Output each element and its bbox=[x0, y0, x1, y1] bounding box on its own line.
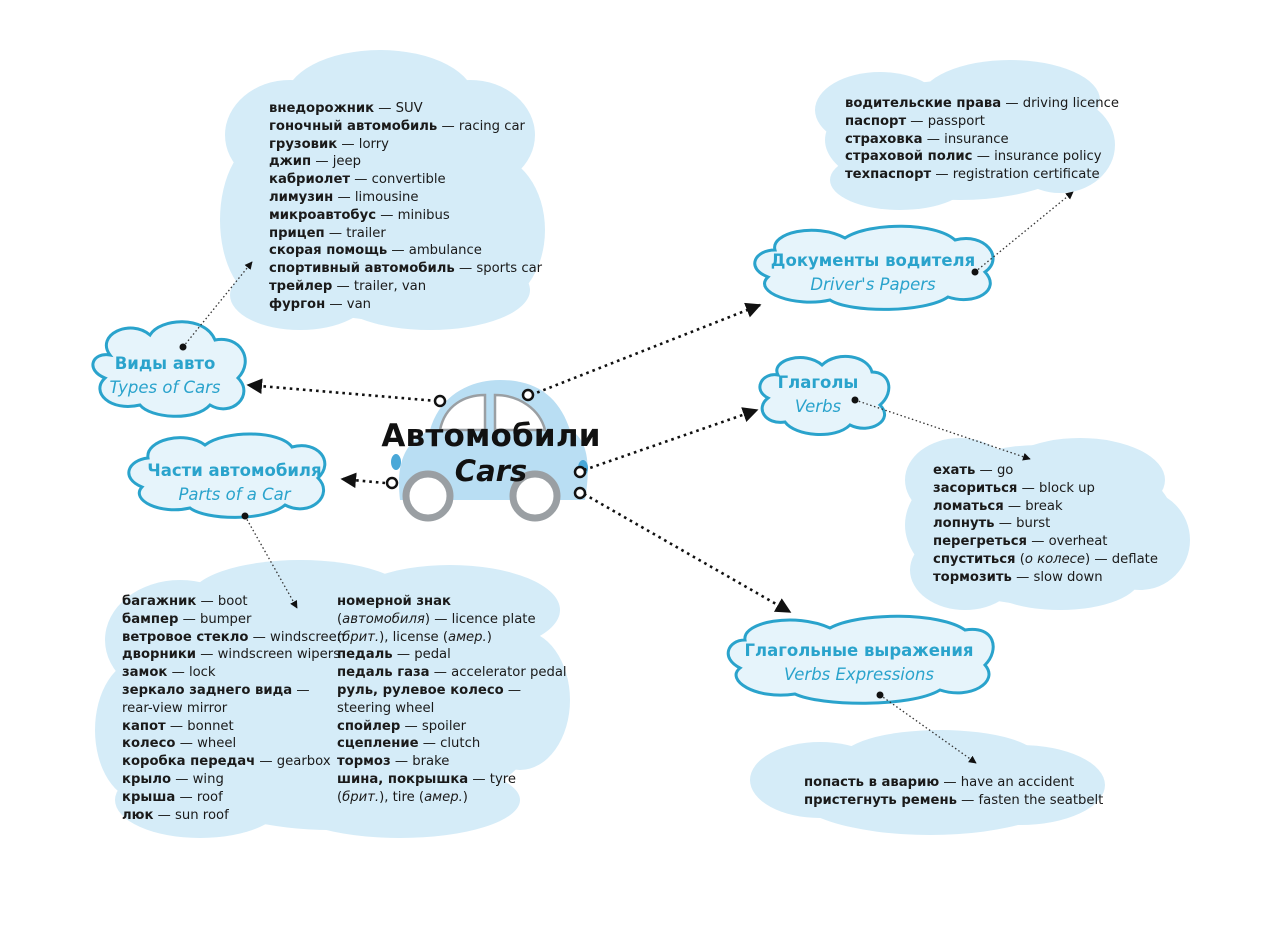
list-item: трейлер — trailer, van bbox=[269, 278, 427, 294]
center-title-en: Cars bbox=[454, 454, 528, 488]
list-item: крыша — roof bbox=[122, 789, 223, 805]
list-item: попасть в аварию — have an accident bbox=[804, 775, 1075, 790]
list-item: страховой полис — insurance policy bbox=[845, 149, 1102, 165]
list-item: паспорт — passport bbox=[845, 113, 985, 129]
list-item: засориться — block up bbox=[933, 480, 1095, 496]
papers-vocab-cloud bbox=[815, 60, 1115, 210]
papers-list: водительские права — driving licence пас… bbox=[845, 95, 1119, 184]
heading-parts-en: Parts of a Car bbox=[178, 485, 291, 504]
list-item: лимузин — limousine bbox=[269, 189, 419, 205]
heading-clouds bbox=[91, 224, 995, 705]
list-item: капот — bonnet bbox=[122, 718, 234, 734]
list-item: страховка — insurance bbox=[845, 131, 1009, 147]
types-vocab-cloud bbox=[220, 50, 545, 330]
list-item: дворники — windscreen wipers bbox=[122, 647, 341, 663]
heading-types-ru: Виды авто bbox=[114, 354, 216, 373]
list-item: техпаспорт — registration certificate bbox=[845, 167, 1100, 183]
car-anchor-rings bbox=[385, 388, 587, 500]
list-item: багажник — boot bbox=[122, 594, 248, 609]
list-item: бампер — bumper bbox=[122, 611, 252, 627]
center-title: Автомобили Cars bbox=[380, 418, 602, 488]
parts-list-col1: багажник — boot бампер — bumper ветровое… bbox=[122, 593, 346, 824]
heading-papers-en: Driver's Papers bbox=[810, 275, 936, 294]
list-item: тормоз — brake bbox=[337, 754, 450, 770]
list-item: джип — jeep bbox=[269, 154, 361, 170]
connectors bbox=[246, 302, 792, 614]
center-title-ru: Автомобили bbox=[381, 418, 601, 454]
list-item: гоночный автомобиль — racing car bbox=[269, 118, 525, 134]
list-item: колесо — wheel bbox=[122, 736, 237, 752]
leaf-connectors bbox=[182, 191, 1074, 764]
heading-parts[interactable]: Части автомобиля Parts of a Car bbox=[132, 459, 337, 507]
connector-dots bbox=[179, 268, 979, 699]
list-item: люк — sun roof bbox=[122, 807, 229, 823]
heading-types-en: Types of Cars bbox=[109, 378, 221, 397]
list-item: педаль газа — accelerator pedal bbox=[337, 665, 567, 681]
list-item: ломаться — break bbox=[933, 498, 1063, 514]
list-item: крыло — wing bbox=[122, 771, 224, 787]
expressions-list: попасть в аварию — have an accident прис… bbox=[804, 774, 1103, 810]
parts-vocab-cloud bbox=[95, 560, 570, 838]
list-item: перегреться — overheat bbox=[933, 534, 1108, 550]
list-item: педаль — pedal bbox=[337, 647, 451, 663]
heading-papers-ru: Документы водителя bbox=[770, 251, 976, 270]
heading-types[interactable]: Виды авто Types of Cars bbox=[90, 352, 240, 400]
list-item: спуститься (о колесе) — deflate bbox=[933, 551, 1158, 567]
heading-verbs-ru: Глаголы bbox=[777, 373, 859, 392]
list-item: скорая помощь — ambulance bbox=[269, 243, 482, 259]
list-item: зеркало заднего вида — rear-view mirror bbox=[122, 682, 310, 716]
types-list: внедорожник — SUV гоночный автомобиль — … bbox=[269, 100, 542, 314]
list-item: замок — lock bbox=[122, 665, 216, 681]
list-item: пристегнуть ремень — fasten the seatbelt bbox=[804, 792, 1104, 808]
heading-expressions-ru: Глагольные выражения bbox=[744, 641, 974, 660]
list-item: фургон — van bbox=[269, 296, 372, 312]
list-item: тормозить — slow down bbox=[933, 569, 1103, 585]
parts-list-col2: номерной знак(автомобиля) — licence plat… bbox=[337, 593, 567, 807]
list-item: коробка передач — gearbox bbox=[122, 754, 331, 770]
heading-verbs-en: Verbs bbox=[794, 397, 842, 416]
list-item: прицеп — trailer bbox=[269, 225, 386, 241]
heading-parts-ru: Части автомобиля bbox=[147, 461, 322, 480]
heading-verbs[interactable]: Глаголы Verbs bbox=[768, 371, 868, 419]
list-item: сцепление — clutch bbox=[337, 736, 481, 752]
list-item: номерной знак(автомобиля) — licence plat… bbox=[337, 594, 536, 645]
list-item: микроавтобус — minibus bbox=[269, 207, 450, 223]
expressions-vocab-cloud bbox=[750, 730, 1105, 835]
list-item: грузовик — lorry bbox=[269, 136, 389, 152]
list-item: спортивный автомобиль — sports car bbox=[269, 261, 543, 277]
verbs-list: ехать — go засориться — block up ломатьс… bbox=[933, 462, 1158, 587]
list-item: внедорожник — SUV bbox=[269, 101, 423, 116]
heading-papers[interactable]: Документы водителя Driver's Papers bbox=[762, 249, 984, 297]
heading-expressions-en: Verbs Expressions bbox=[783, 665, 935, 684]
list-item: руль, рулевое колесо — steering wheel bbox=[337, 682, 522, 716]
list-item: лопнуть — burst bbox=[933, 516, 1051, 532]
verbs-vocab-cloud bbox=[905, 438, 1190, 610]
list-item: кабриолет — convertible bbox=[269, 172, 446, 188]
list-item: ехать — go bbox=[933, 463, 1014, 478]
list-item: водительские права — driving licence bbox=[845, 96, 1119, 111]
heading-expressions[interactable]: Глагольные выражения Verbs Expressions bbox=[738, 639, 980, 687]
list-item: спойлер — spoiler bbox=[337, 718, 467, 734]
list-item: шина, покрышка — tyre(брит.), tire (амер… bbox=[337, 771, 517, 805]
list-item: ветровое стекло — windscreen bbox=[122, 629, 346, 645]
